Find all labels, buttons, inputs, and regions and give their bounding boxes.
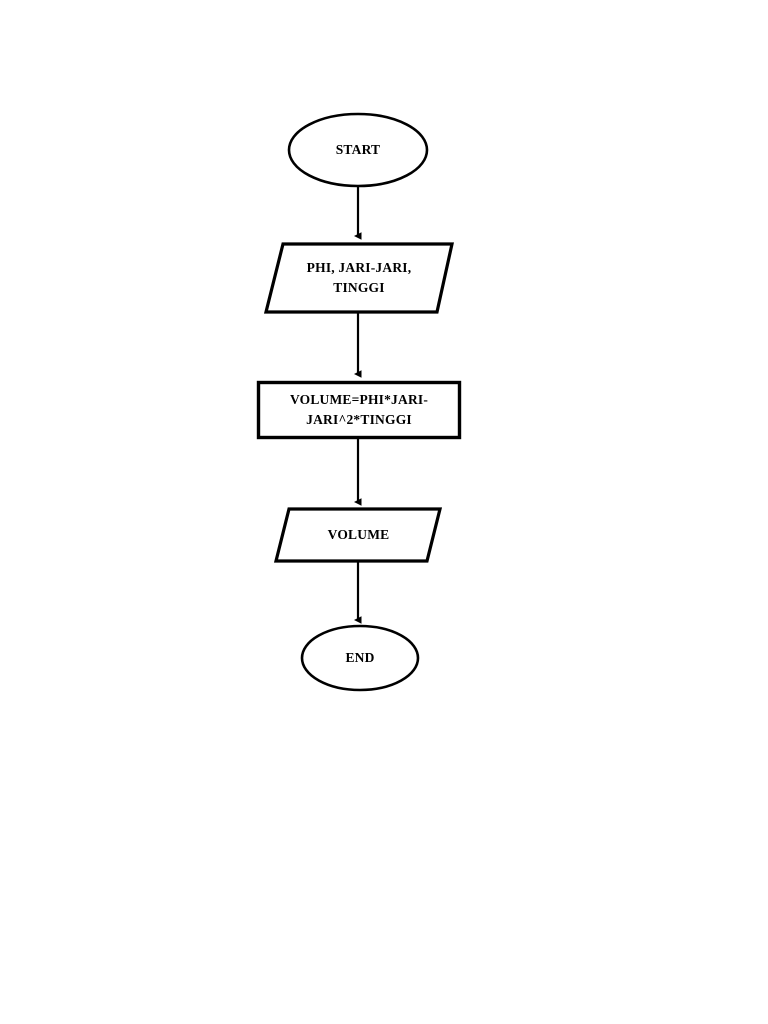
node-process-shape[interactable] (256, 380, 462, 440)
node-input-shape[interactable] (263, 242, 454, 314)
node-end-shape[interactable] (300, 624, 420, 692)
node-start-shape[interactable] (287, 112, 429, 188)
node-output-shape[interactable] (273, 507, 443, 563)
